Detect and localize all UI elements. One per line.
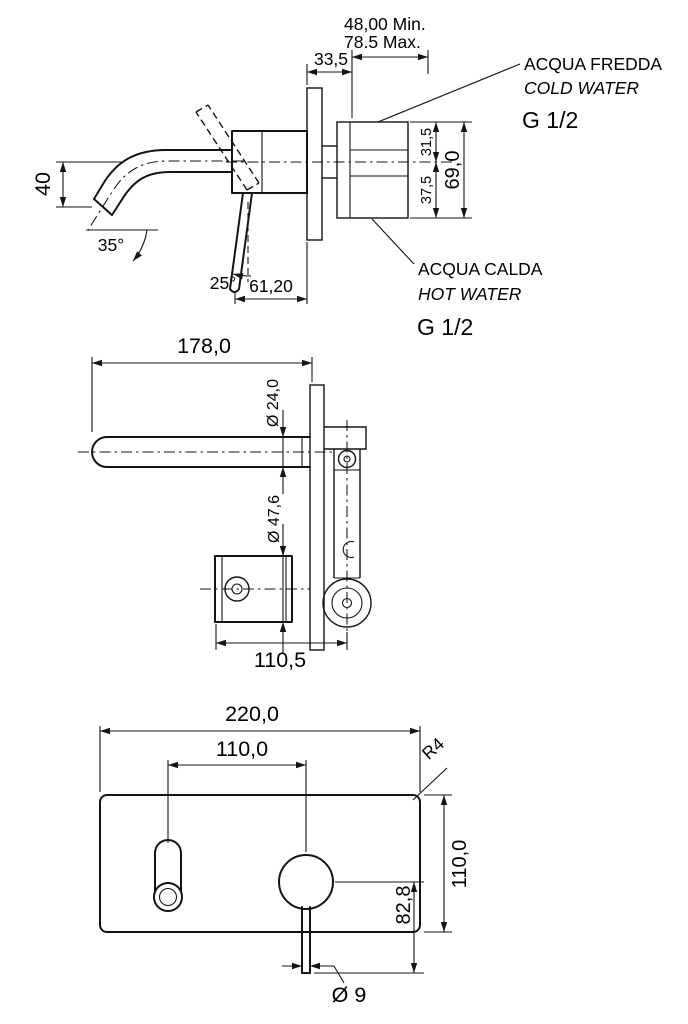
dim-spout-reach: 178,0 [91,334,313,432]
dim-82-8-label: 82,8 [393,886,415,925]
dim-lever-reach: 61,20 [234,242,308,304]
dim-110-top-label: 110,0 [216,737,268,761]
hot-thread-label: G 1/2 [417,314,473,340]
dia-24-label: Ø 24,0 [265,379,282,427]
mounting-plate-front [99,794,421,933]
dim-plate-height: 110,0 [424,794,471,933]
dim-lever-drop: 82,8 [314,881,424,974]
hot-water-label-it: ACQUA CALDA [418,259,543,279]
dim-depth-min-label: 48,00 Min. [344,14,426,34]
cold-thread-label: G 1/2 [522,107,578,133]
dim-37-5-label: 37,5 [419,176,435,204]
valve-body-side [322,121,409,219]
mixer-knob-front [278,854,334,910]
wall-plate-side [306,87,323,241]
spout-plan [78,436,334,468]
plan-view: 178,0 Ø 24,0 [78,334,372,672]
dim-depth-max-label: 78.5 Max. [344,32,421,52]
dim-inlet-heights: 31,5 37,5 69,0 [410,121,472,219]
dim-69-label: 69,0 [442,151,464,190]
angle-35-label: 35° [98,235,124,255]
lever-dashed-alt-position [195,104,260,191]
dim-corner-radius: R4 [412,733,448,801]
dim-body-dia: Ø 47,6 [266,495,287,654]
angle-25-label: 25° [210,273,236,293]
cold-water-label-en: COLD WATER [524,78,639,98]
escutcheon-plan [200,555,310,623]
radius-r4-label: R4 [418,733,448,763]
dim-220-label: 220,0 [225,702,279,726]
dim-spout-angle: 35° [86,229,158,262]
dim-wall-depth: 48,00 Min. 78.5 Max. [344,14,429,74]
cold-water-label-it: ACQUA FREDDA [524,54,662,74]
cartridge-plan [322,420,372,648]
dia-9-label: Ø 9 [332,983,367,1007]
dim-110-5-label: 110,5 [254,648,306,672]
dim-178-label: 178,0 [177,334,231,358]
dim-33-5-label: 33,5 [314,49,348,69]
dim-61-20-label: 61,20 [249,276,293,296]
lever-rod-front [301,906,311,974]
wall-plate-plan [309,384,325,651]
hot-water-callout: ACQUA CALDA HOT WATER G 1/2 [371,218,543,340]
dim-spout-drop: 40 [31,161,122,208]
dim-body-reach: 110,5 [215,624,348,672]
cold-water-callout: ACQUA FREDDA COLD WATER G 1/2 [377,54,662,133]
dim-plate-width: 220,0 [99,702,421,792]
dim-lever-angle: 25° [210,202,252,293]
spout-side [87,149,244,231]
dia-47-6-label: Ø 47,6 [266,495,283,543]
dim-plate-offset: 33,5 [306,49,353,118]
spout-front [153,839,183,912]
hot-water-label-en: HOT WATER [418,284,522,304]
dim-31-5-label: 31,5 [419,128,435,156]
dim-110-right-label: 110,0 [449,840,471,889]
lever-side [229,192,253,293]
dim-40-label: 40 [31,172,55,196]
dim-centers-distance: 110,0 [167,737,307,852]
side-view: 40 35° 25° 61,20 33,5 [31,14,662,340]
hot-leader-line [371,218,415,265]
cold-leader-line [377,63,521,123]
dim-spout-dia: Ø 24,0 [265,379,287,494]
front-view: 220,0 110,0 R4 [99,702,471,1007]
dim-rod-dia: Ø 9 [282,962,367,1007]
